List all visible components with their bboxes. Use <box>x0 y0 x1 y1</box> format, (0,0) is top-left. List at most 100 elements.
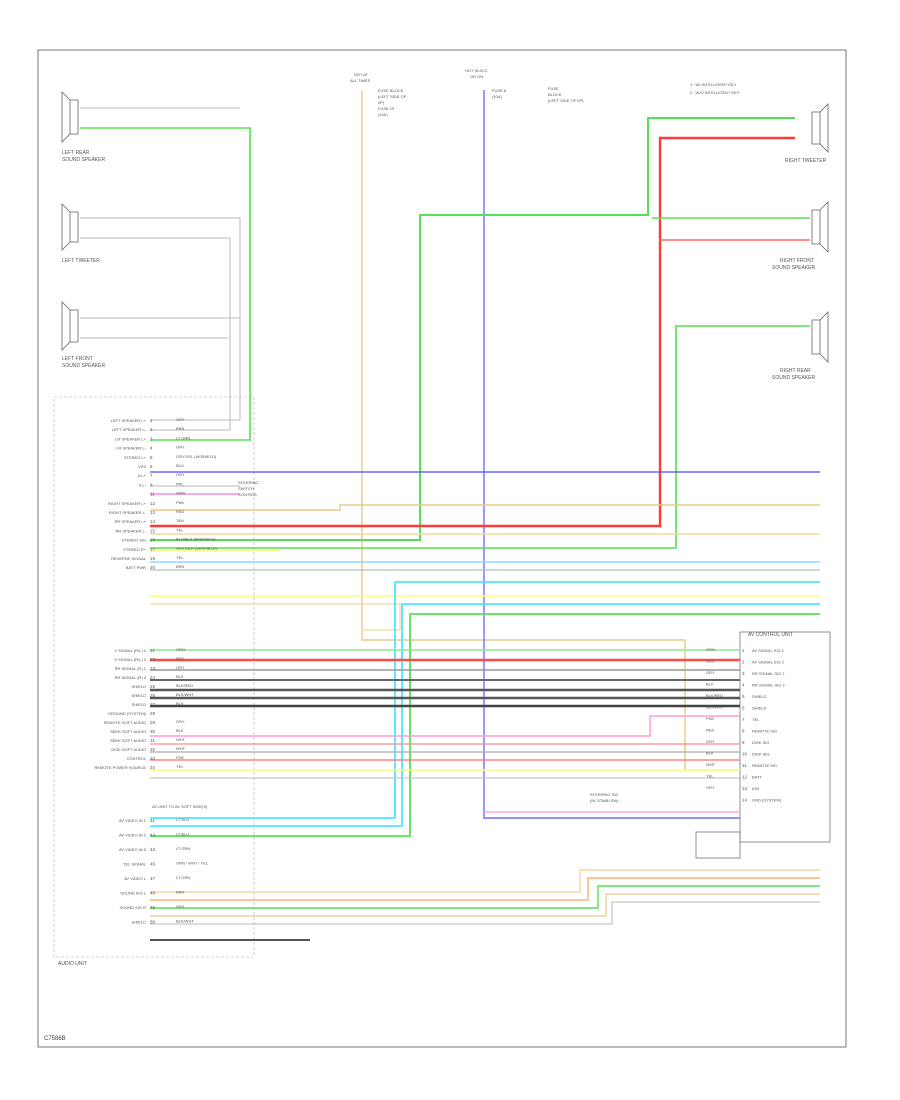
pin-number: 15 <box>150 528 156 533</box>
left-front-label-1: LEFT FRONT <box>62 356 93 362</box>
pin-number: 30 <box>150 729 156 734</box>
fuse-right-wire <box>483 90 740 819</box>
fuse-left-hot-1: HOT AT <box>354 72 369 77</box>
wire-color-label: GRN <box>176 647 185 652</box>
bottom-tan <box>150 869 820 893</box>
wire-color-label: LT BLU <box>176 832 189 837</box>
wire-color-label: GRY <box>706 739 715 744</box>
mute-note-1: STEERING <box>238 480 258 485</box>
pin-number: 10 <box>742 752 748 757</box>
wire-color-label: BLK <box>176 674 184 679</box>
wire-color-label: GRY <box>706 670 715 675</box>
pin-name: SHIELD <box>752 694 767 699</box>
left-rear-label-2: SOUND SPEAKER <box>62 157 105 163</box>
pin-name: SHIELD <box>132 702 147 707</box>
pin-name: DISK SIG <box>752 740 769 745</box>
right-tweeter-icon <box>811 103 829 153</box>
pin-name: RIGHT SPEAKER L+ <box>108 501 147 506</box>
pin-name: AV VIDEO IN 1 <box>119 818 147 823</box>
pin-number: 16 <box>150 538 156 543</box>
wire-color-label: YEL <box>176 555 184 560</box>
pin-number: 7 <box>150 473 153 478</box>
pin-number: 25 <box>150 684 156 689</box>
pin-number: 8 <box>150 482 153 487</box>
right-front-label-1: RIGHT FRONT <box>780 258 814 264</box>
pin-row: GND (SYSTEM)14 <box>742 798 782 803</box>
wire-color-label: GRY <box>176 904 185 909</box>
fuse-left-wire <box>361 90 740 771</box>
pin-name: REMOTE POWER SOURCE <box>94 765 146 770</box>
pin-number: 3 <box>742 671 745 676</box>
fuse-right-note-5: (LEFT SIDE OF I/P) <box>548 98 584 103</box>
wire-color-label: BLU/BLK (W/SHIELD) <box>176 537 216 542</box>
av-connect-label: AV UNIT TO AV SOFT SIDE(S) <box>152 804 208 809</box>
fuse-left-note-2: (LEFT SIDE OF <box>378 94 407 99</box>
wire-color-label: PNK <box>176 500 185 505</box>
pin-number: 34 <box>150 765 156 770</box>
fuse-left-hot-2: ALL TIMES <box>350 78 371 83</box>
left-front-speaker-icon <box>61 301 79 351</box>
bottom-green <box>150 885 820 909</box>
pin-number: 1 <box>742 648 745 653</box>
fuse-right-note-3: FUSE <box>548 86 559 91</box>
pin-number: 48 <box>150 891 156 896</box>
wire-color-label: BLK <box>706 682 714 687</box>
pin-number: 49 <box>150 905 156 910</box>
left-tweeter-2 <box>80 237 231 431</box>
pin-number: 13 <box>150 510 156 515</box>
pin-number: 6 <box>150 464 153 469</box>
pin-name: IGN <box>752 786 759 791</box>
pin-name: ILL+ <box>138 473 147 478</box>
pin-name: TEL SIGNAL <box>123 862 147 867</box>
pin-number: 4 <box>150 446 153 451</box>
pin-number: 11 <box>742 763 747 768</box>
pin-name: SEEK SOFT AUDIO <box>110 738 146 743</box>
pin-number: 22 <box>150 657 156 662</box>
pin-name: REVERSE SIGNAL <box>111 556 147 561</box>
pin-number: 9 <box>742 740 745 745</box>
right-rear-label-2: SOUND SPEAKER <box>772 375 815 381</box>
pin-number: 6 <box>742 706 745 711</box>
speakers <box>61 91 829 363</box>
bottom-tan2 <box>150 893 820 917</box>
pin-name: VSS <box>138 464 146 469</box>
pin-name: AV VIDEO IN 3 <box>119 847 147 852</box>
video-2 <box>150 603 820 827</box>
wire-color-label: BLU <box>176 463 184 468</box>
pin-name: RR SIGNAL (R) 2 <box>115 675 147 680</box>
wire-color-label: YEL <box>176 764 184 769</box>
pin-name: BATT <box>752 775 762 780</box>
wire-color-label: GRY <box>176 445 185 450</box>
pin-name: RR SPEAKER L+ <box>115 519 147 524</box>
wire-color-label: GRY <box>706 785 715 790</box>
top-note-2: 2 : W/O INTELLIGENT KEY <box>690 90 740 95</box>
wire-color-label: PPL <box>176 481 184 486</box>
wire-color-label: BLK/WHT <box>176 919 194 924</box>
pin-name: LEFT SPEAKER L- <box>112 427 147 432</box>
pin-row: ILL-8 PPL <box>139 481 184 487</box>
pin-name: RR SPEAKER L- <box>116 528 147 533</box>
pin-name: LR SPEAKER L- <box>116 446 146 451</box>
wire-color-label: BLK/WHT <box>706 705 724 710</box>
wire-color-label: LT GRN <box>176 435 190 440</box>
pin-number: 43 <box>150 847 156 852</box>
pin-name: ILL- <box>139 482 147 487</box>
video-1 <box>150 581 820 819</box>
pin-number: 19 <box>150 556 156 561</box>
pin-number: 8 <box>742 729 745 734</box>
